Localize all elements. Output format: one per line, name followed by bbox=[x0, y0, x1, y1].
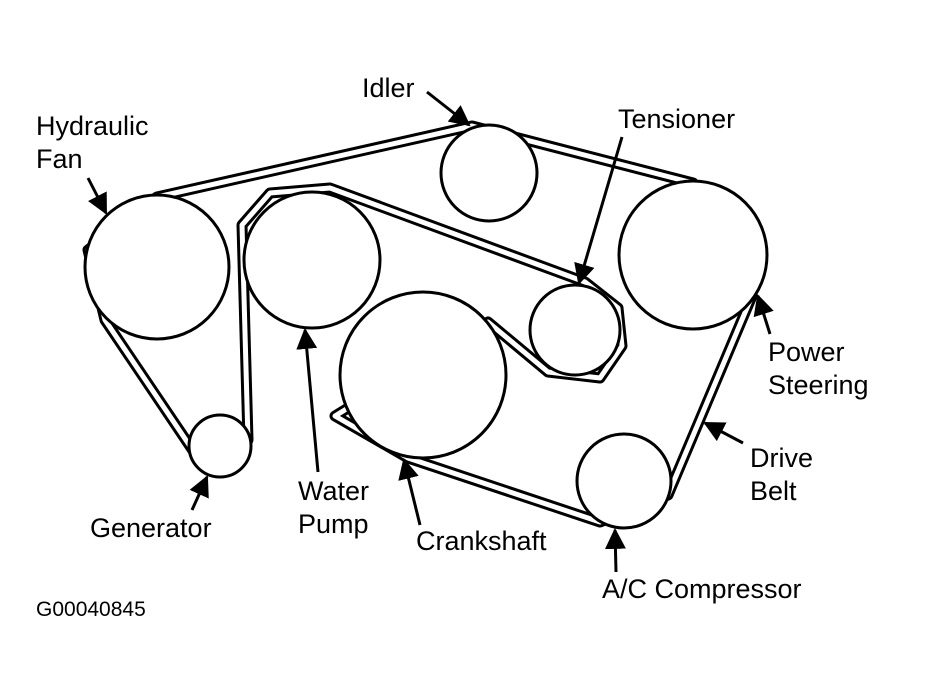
idler-arrow bbox=[426, 90, 471, 127]
idler-pulley bbox=[439, 123, 539, 223]
generator-arrow bbox=[189, 475, 209, 511]
power-steering-label: Power Steering bbox=[768, 336, 869, 402]
power-steering-label-line1: Power bbox=[768, 337, 845, 367]
hydraulic-fan-label-line2: Fan bbox=[36, 144, 83, 174]
water-pump-label-line1: Water bbox=[298, 476, 370, 506]
water-pump-label: Water Pump bbox=[298, 475, 369, 541]
drive-belt-label-line1: Drive bbox=[750, 443, 814, 473]
hydraulic-fan-label: Hydraulic Fan bbox=[36, 110, 149, 176]
tensioner-pulley bbox=[528, 283, 622, 377]
ac-compressor-label: A/C Compressor bbox=[602, 574, 802, 604]
hydraulic-fan-label-line1: Hydraulic bbox=[36, 111, 149, 141]
drive-belt-arrow bbox=[703, 421, 744, 445]
power-steering-pulley bbox=[617, 179, 769, 331]
tensioner-label: Tensioner bbox=[618, 104, 736, 134]
generator-pulley bbox=[187, 413, 253, 479]
ac-compressor-pulley bbox=[575, 432, 673, 530]
hydraulic-fan-arrow bbox=[86, 177, 108, 215]
crankshaft-arrow bbox=[398, 457, 422, 526]
water-pump-label-line2: Pump bbox=[298, 509, 369, 539]
ac-compressor-arrow bbox=[604, 527, 626, 573]
hydraulic-fan-pulley bbox=[83, 193, 231, 341]
crankshaft-pulley bbox=[338, 290, 508, 460]
tensioner-arrow bbox=[574, 136, 624, 286]
generator-label: Generator bbox=[90, 513, 212, 543]
water-pump-pulley bbox=[242, 190, 382, 330]
drive-belt-label-line2: Belt bbox=[750, 476, 797, 506]
power-steering-arrow bbox=[753, 293, 774, 335]
power-steering-label-line2: Steering bbox=[768, 370, 869, 400]
drive-belt-label: Drive Belt bbox=[750, 442, 813, 508]
water-pump-arrow bbox=[296, 327, 320, 473]
crankshaft-label: Crankshaft bbox=[416, 526, 547, 556]
figure-code: G00040845 bbox=[36, 598, 146, 621]
idler-label: Idler bbox=[362, 73, 415, 103]
